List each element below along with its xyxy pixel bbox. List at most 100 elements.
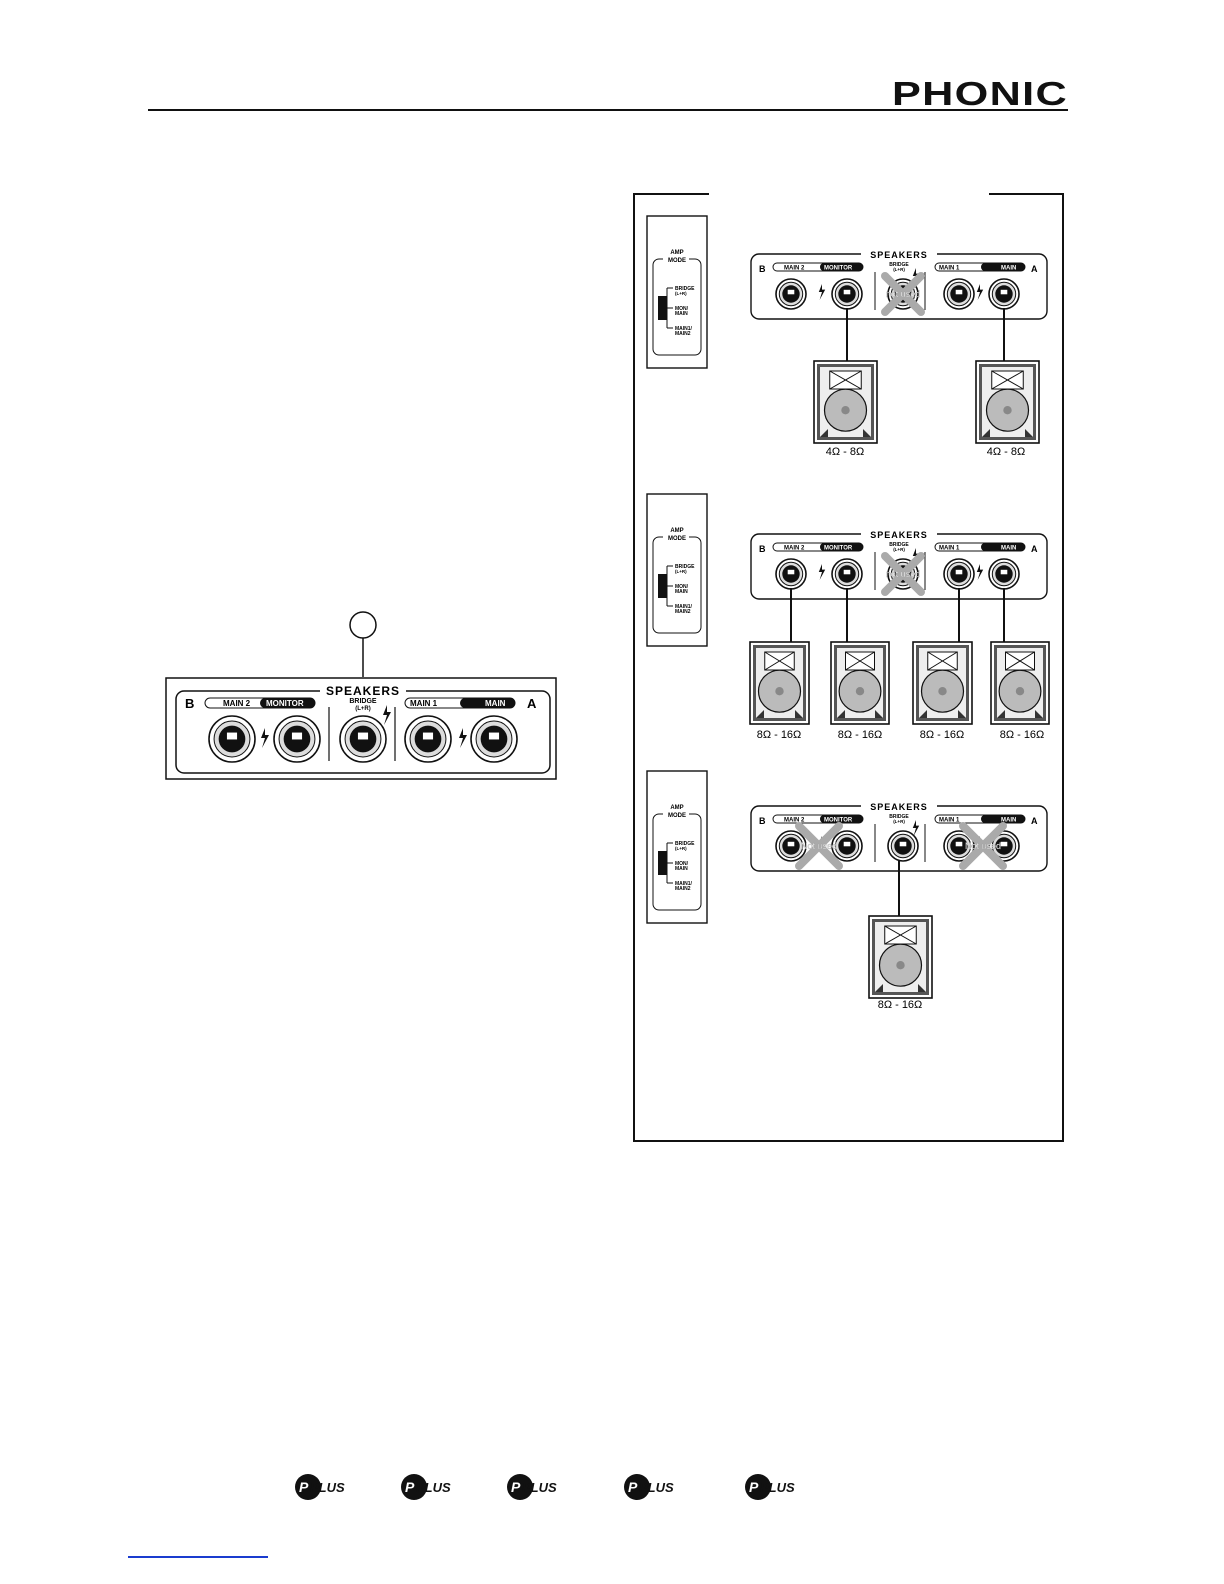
side-b-label: B bbox=[185, 696, 194, 711]
brand-name: PHONIC bbox=[892, 78, 1068, 108]
warning-bolt-icon bbox=[261, 728, 269, 748]
plus-badge-5: P PLUS bbox=[745, 1474, 795, 1500]
svg-text:AMP: AMP bbox=[670, 805, 683, 811]
impedance-label: 8Ω - 16Ω bbox=[1000, 729, 1045, 741]
svg-text:A: A bbox=[1031, 264, 1038, 274]
svg-text:MON/: MON/ bbox=[675, 306, 689, 312]
side-a-label: A bbox=[527, 696, 537, 711]
warning-bolt-icon bbox=[818, 284, 826, 300]
svg-text:BRIDGE: BRIDGE bbox=[889, 542, 909, 548]
svg-text:P: P bbox=[749, 1479, 759, 1495]
svg-text:Not used: Not used bbox=[965, 841, 1001, 851]
svg-text:MONITOR: MONITOR bbox=[824, 266, 853, 272]
plus-badge-2: P PLUS bbox=[401, 1474, 451, 1500]
speaker-cabinet-icon bbox=[868, 915, 933, 999]
panel-jack bbox=[988, 278, 1020, 310]
front-panel-jacks bbox=[208, 705, 518, 763]
svg-text:MON/: MON/ bbox=[675, 861, 689, 867]
panel-jack bbox=[988, 830, 1020, 862]
impedance-label: 8Ω - 16Ω bbox=[838, 729, 883, 741]
panel-jack bbox=[831, 278, 863, 310]
plus-badge-4: P PLUS bbox=[624, 1474, 674, 1500]
svg-text:MAIN1/: MAIN1/ bbox=[675, 881, 693, 887]
warning-bolt-icon bbox=[976, 564, 984, 580]
svg-text:BRIDGE: BRIDGE bbox=[675, 286, 695, 292]
svg-text:MAIN1/: MAIN1/ bbox=[675, 604, 693, 610]
svg-text:MAIN: MAIN bbox=[675, 589, 688, 595]
svg-text:MODE: MODE bbox=[668, 258, 686, 264]
svg-text:MAIN: MAIN bbox=[1001, 546, 1016, 552]
panel-jack bbox=[887, 830, 919, 862]
svg-text:(L+R): (L+R) bbox=[893, 267, 905, 272]
svg-text:MAIN: MAIN bbox=[1001, 266, 1016, 272]
svg-text:SPEAKERS: SPEAKERS bbox=[870, 250, 928, 260]
svg-text:PLUS: PLUS bbox=[760, 1480, 795, 1495]
footer-link-underline[interactable] bbox=[128, 1556, 268, 1558]
svg-text:MAIN: MAIN bbox=[675, 311, 688, 317]
speakers-panel-illustration: SPEAKERS B A MAIN 2 MONITOR BRIDGE (L+R)… bbox=[165, 611, 557, 780]
svg-text:AMP: AMP bbox=[670, 250, 683, 256]
svg-text:Not used: Not used bbox=[801, 841, 837, 851]
panel-jack bbox=[943, 558, 975, 590]
svg-text:P: P bbox=[405, 1479, 415, 1495]
impedance-label: 8Ω - 16Ω bbox=[757, 729, 802, 741]
svg-text:MAIN: MAIN bbox=[1001, 818, 1016, 824]
svg-text:SPEAKERS: SPEAKERS bbox=[870, 530, 928, 540]
svg-text:MAIN 1: MAIN 1 bbox=[939, 266, 960, 272]
panel-jack bbox=[775, 278, 807, 310]
svg-text:A: A bbox=[1031, 544, 1038, 554]
impedance-label: 4Ω - 8Ω bbox=[987, 446, 1025, 458]
label-bridge: BRIDGE bbox=[349, 698, 377, 705]
jack-monitor bbox=[273, 715, 321, 763]
amp-mode-diagram-box: AMPMODEBRIDGE(L+R)MON/MAINMAIN1/MAIN2AMP… bbox=[633, 193, 1064, 1142]
warning-bolt-icon bbox=[818, 564, 826, 580]
svg-text:MAIN 2: MAIN 2 bbox=[784, 546, 805, 552]
speaker-cabinet-icon bbox=[975, 360, 1040, 444]
svg-text:B: B bbox=[759, 264, 766, 274]
header-rule bbox=[148, 109, 1068, 111]
svg-text:MAIN 1: MAIN 1 bbox=[939, 818, 960, 824]
svg-text:(L+R): (L+R) bbox=[893, 547, 905, 552]
svg-text:BRIDGE: BRIDGE bbox=[889, 262, 909, 268]
label-main1: MAIN 1 bbox=[410, 699, 438, 708]
panel-jack bbox=[775, 830, 807, 862]
svg-text:MAIN2: MAIN2 bbox=[675, 886, 691, 892]
svg-text:MAIN 1: MAIN 1 bbox=[939, 546, 960, 552]
svg-text:MONITOR: MONITOR bbox=[824, 546, 853, 552]
plus-badge-3: P PLUS bbox=[507, 1474, 557, 1500]
svg-text:MON/: MON/ bbox=[675, 584, 689, 590]
speakers-title: SPEAKERS bbox=[326, 684, 400, 698]
svg-text:A: A bbox=[1031, 816, 1038, 826]
svg-text:(L+R): (L+R) bbox=[893, 819, 905, 824]
impedance-label: 8Ω - 16Ω bbox=[878, 999, 923, 1011]
svg-text:(L+R): (L+R) bbox=[675, 569, 687, 574]
svg-text:P: P bbox=[628, 1479, 638, 1495]
speaker-cabinet-icon bbox=[813, 360, 878, 444]
svg-text:MAIN1/: MAIN1/ bbox=[675, 326, 693, 332]
svg-text:MAIN 2: MAIN 2 bbox=[784, 266, 805, 272]
speaker-cabinet-icon bbox=[749, 641, 810, 725]
svg-text:SPEAKERS: SPEAKERS bbox=[870, 802, 928, 812]
panel-jack bbox=[831, 830, 863, 862]
svg-text:(L+R): (L+R) bbox=[675, 291, 687, 296]
callout-circle bbox=[349, 611, 377, 639]
warning-bolt-icon bbox=[976, 284, 984, 300]
panel-jack bbox=[943, 278, 975, 310]
panel-jack bbox=[831, 558, 863, 590]
svg-text:(L+R): (L+R) bbox=[675, 846, 687, 851]
svg-text:not used: not used bbox=[886, 569, 921, 579]
label-main2: MAIN 2 bbox=[223, 699, 251, 708]
not-used-cross: Not used bbox=[959, 822, 1007, 870]
panel-jack bbox=[943, 830, 975, 862]
svg-text:MAIN: MAIN bbox=[675, 866, 688, 872]
jack-bridge bbox=[339, 715, 387, 763]
svg-text:PLUS: PLUS bbox=[310, 1480, 345, 1495]
panel-jack bbox=[775, 558, 807, 590]
impedance-label: 4Ω - 8Ω bbox=[826, 446, 864, 458]
phonic-logo: PHONIC bbox=[892, 78, 1068, 108]
